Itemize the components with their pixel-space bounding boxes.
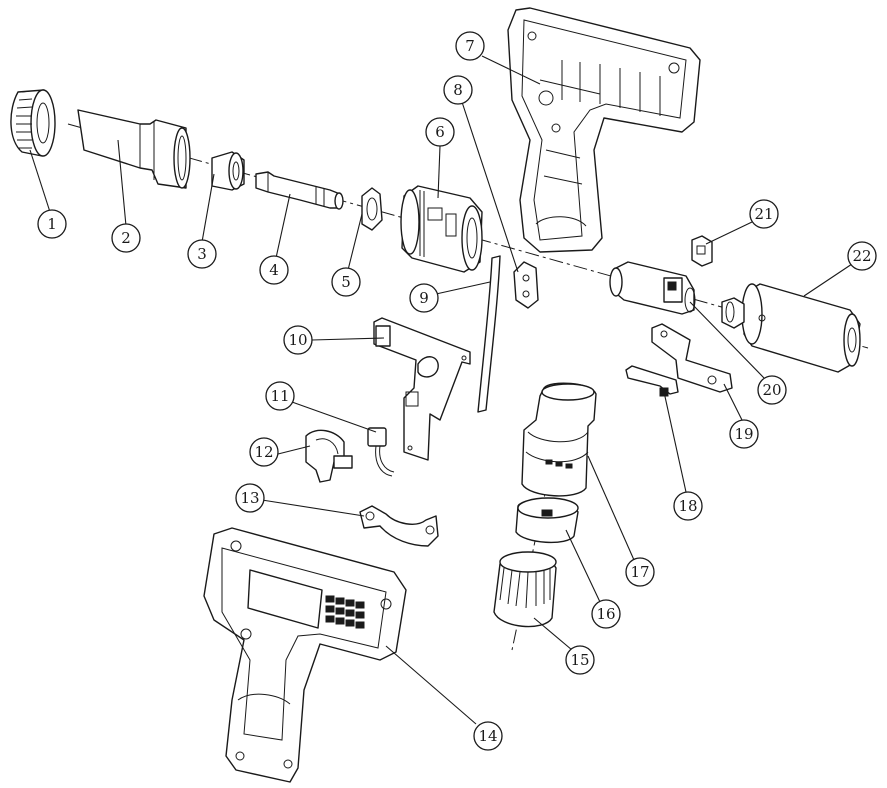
callout-label-18: 18 bbox=[678, 497, 697, 515]
callout-16: 16 bbox=[591, 599, 621, 629]
part-12-trigger-switch bbox=[305, 429, 353, 483]
leader-lines bbox=[29, 55, 853, 725]
part-16-connector-ring bbox=[515, 497, 579, 544]
callout-8: 8 bbox=[443, 75, 473, 105]
part-4-shaft bbox=[255, 171, 344, 210]
callout-2: 2 bbox=[111, 223, 141, 253]
part-8-clamp-block bbox=[513, 261, 539, 309]
callout-label-7: 7 bbox=[465, 37, 475, 55]
callout-label-19: 19 bbox=[734, 425, 753, 443]
part-10-circuit-board bbox=[373, 317, 471, 461]
callout-label-16: 16 bbox=[596, 605, 615, 623]
callout-label-11: 11 bbox=[270, 387, 289, 405]
callout-19: 19 bbox=[729, 419, 759, 449]
part-17-connector-housing bbox=[521, 382, 597, 497]
callout-1: 1 bbox=[37, 209, 67, 239]
callout-21: 21 bbox=[749, 199, 779, 229]
callout-4: 4 bbox=[259, 255, 289, 285]
part-22-rear-cap bbox=[721, 283, 861, 373]
callout-label-4: 4 bbox=[269, 261, 279, 279]
part-15-knurled-cap bbox=[493, 551, 557, 628]
part-6-motor-cage bbox=[400, 185, 483, 273]
callout-11: 11 bbox=[265, 381, 295, 411]
callout-20: 20 bbox=[757, 375, 787, 405]
part-7-upper-handle-housing bbox=[507, 7, 701, 253]
part-2-nozzle-tube bbox=[77, 109, 191, 189]
callout-label-22: 22 bbox=[852, 247, 871, 265]
part-11-sensor bbox=[367, 427, 395, 477]
part-14-lower-handle-housing bbox=[203, 527, 407, 783]
callout-label-5: 5 bbox=[341, 273, 351, 291]
part-21-clip bbox=[691, 235, 713, 267]
callout-label-6: 6 bbox=[435, 123, 445, 141]
callout-3: 3 bbox=[187, 239, 217, 269]
callout-label-14: 14 bbox=[478, 727, 497, 745]
callout-7: 7 bbox=[455, 31, 485, 61]
main-axis bbox=[67, 123, 869, 349]
callout-15: 15 bbox=[565, 645, 595, 675]
callout-label-3: 3 bbox=[197, 245, 207, 263]
callout-label-9: 9 bbox=[419, 289, 429, 307]
callout-label-17: 17 bbox=[630, 563, 649, 581]
callout-10: 10 bbox=[283, 325, 313, 355]
callout-label-8: 8 bbox=[453, 81, 463, 99]
callout-9: 9 bbox=[409, 283, 439, 313]
callout-5: 5 bbox=[331, 267, 361, 297]
part-20-heater-core bbox=[609, 261, 696, 315]
callout-label-12: 12 bbox=[254, 443, 273, 461]
part-3-sleeve bbox=[211, 151, 245, 191]
callout-12: 12 bbox=[249, 437, 279, 467]
part-18-small-lever bbox=[625, 365, 679, 397]
callout-label-21: 21 bbox=[754, 205, 773, 223]
callout-18: 18 bbox=[673, 491, 703, 521]
callout-label-2: 2 bbox=[121, 229, 131, 247]
part-1-knurled-nut bbox=[10, 89, 56, 157]
callout-17: 17 bbox=[625, 557, 655, 587]
callout-6: 6 bbox=[425, 117, 455, 147]
part-9-rod bbox=[477, 255, 501, 413]
part-13-clamp-strap bbox=[359, 505, 439, 547]
callout-label-20: 20 bbox=[762, 381, 781, 399]
callout-13: 13 bbox=[235, 483, 265, 513]
callout-label-10: 10 bbox=[288, 331, 307, 349]
callout-22: 22 bbox=[847, 241, 877, 271]
part-19-lever-bracket bbox=[651, 323, 733, 393]
callout-14: 14 bbox=[473, 721, 503, 751]
vent-slots bbox=[325, 595, 365, 629]
part-5-nut bbox=[361, 187, 383, 231]
callout-label-15: 15 bbox=[570, 651, 589, 669]
callout-label-1: 1 bbox=[47, 215, 57, 233]
callout-label-13: 13 bbox=[240, 489, 259, 507]
